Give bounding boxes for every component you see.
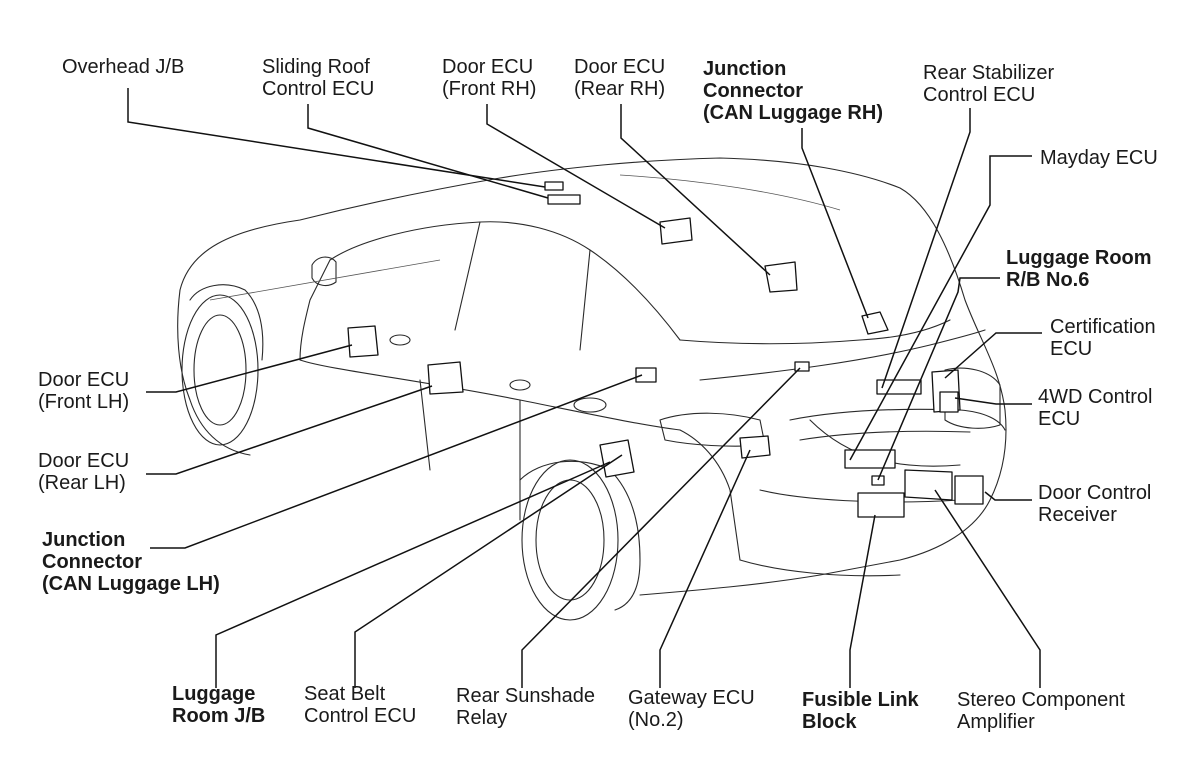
leader-door-rear-rh (620, 104, 771, 276)
leader-mayday (849, 155, 1032, 461)
label-seat-belt-control-ecu: Seat Belt Control ECU (304, 683, 417, 727)
leader-door-front-rh (486, 104, 666, 229)
label-stereo-component-amplifier: Stereo Component Amplifier (957, 689, 1125, 733)
leader-door-control (984, 491, 1032, 501)
door-ecu-rear-lh-part (427, 361, 464, 395)
label-junction-connector-can-luggage-rh: Junction Connector (CAN Luggage RH) (703, 58, 883, 124)
leader-4wd (954, 397, 1032, 405)
label-junction-connector-can-luggage-lh: Junction Connector (CAN Luggage LH) (42, 529, 220, 595)
leader-sliding-roof (307, 104, 549, 199)
label-fusible-link-block: Fusible Link Block (802, 689, 919, 733)
label-mayday-ecu: Mayday ECU (1040, 147, 1158, 169)
leader-door-front-lh (146, 344, 353, 393)
door-ecu-rear-rh-part (764, 261, 798, 293)
leader-certification (944, 332, 1042, 379)
label-rear-sunshade-relay: Rear Sunshade Relay (456, 685, 595, 729)
leader-rear-stabilizer (881, 108, 971, 389)
leader-lines (127, 88, 1042, 688)
door-control-receiver-part (954, 475, 984, 505)
leader-luggage-rb6 (877, 277, 1000, 481)
label-sliding-roof-control-ecu: Sliding Roof Control ECU (262, 56, 375, 100)
leader-door-rear-lh (146, 385, 433, 475)
leader-fusible-link (849, 514, 876, 688)
label-luggage-room-jb: Luggage Room J/B (172, 683, 266, 727)
leader-luggage-jb (215, 461, 611, 688)
leader-seat-belt (354, 454, 623, 688)
label-door-ecu-front-lh: Door ECU (Front LH) (38, 369, 130, 413)
leader-stereo-amp (934, 489, 1041, 688)
stereo-amp-part (904, 469, 953, 501)
junction-can-lh-part (635, 367, 657, 383)
rear-sunshade-part (794, 361, 810, 372)
gateway-part (739, 435, 771, 459)
leader-junction-lh (150, 374, 643, 549)
junction-can-rh-part (861, 311, 889, 335)
label-overhead-jb: Overhead J/B (62, 56, 185, 78)
label-door-control-receiver: Door Control Receiver (1038, 482, 1152, 526)
fusible-link-part (857, 492, 905, 518)
overhead-jb-part (544, 181, 564, 191)
label-luggage-room-rb-no6: Luggage Room R/B No.6 (1006, 247, 1152, 291)
luggage-rb6-part (871, 475, 885, 486)
label-door-ecu-front-rh: Door ECU (Front RH) (442, 56, 537, 100)
label-gateway-ecu-no2: Gateway ECU (No.2) (628, 687, 755, 731)
leader-gateway (659, 449, 751, 688)
leader-junction-rh (801, 128, 869, 319)
label-door-ecu-rear-rh: Door ECU (Rear RH) (574, 56, 666, 100)
label-4wd-control-ecu: 4WD Control ECU (1038, 386, 1153, 430)
label-certification-ecu: Certification ECU (1050, 316, 1156, 360)
door-ecu-front-rh-part (659, 217, 693, 245)
leader-overhead-jb (127, 88, 546, 188)
leader-rear-sunshade (521, 367, 801, 688)
label-door-ecu-rear-lh: Door ECU (Rear LH) (38, 450, 130, 494)
components (347, 181, 984, 518)
label-rear-stabilizer-control-ecu: Rear Stabilizer Control ECU (923, 62, 1055, 106)
mayday-part (844, 449, 896, 469)
sliding-roof-part (547, 194, 581, 205)
door-ecu-front-lh-part (347, 325, 379, 358)
wd4-part (939, 391, 959, 413)
